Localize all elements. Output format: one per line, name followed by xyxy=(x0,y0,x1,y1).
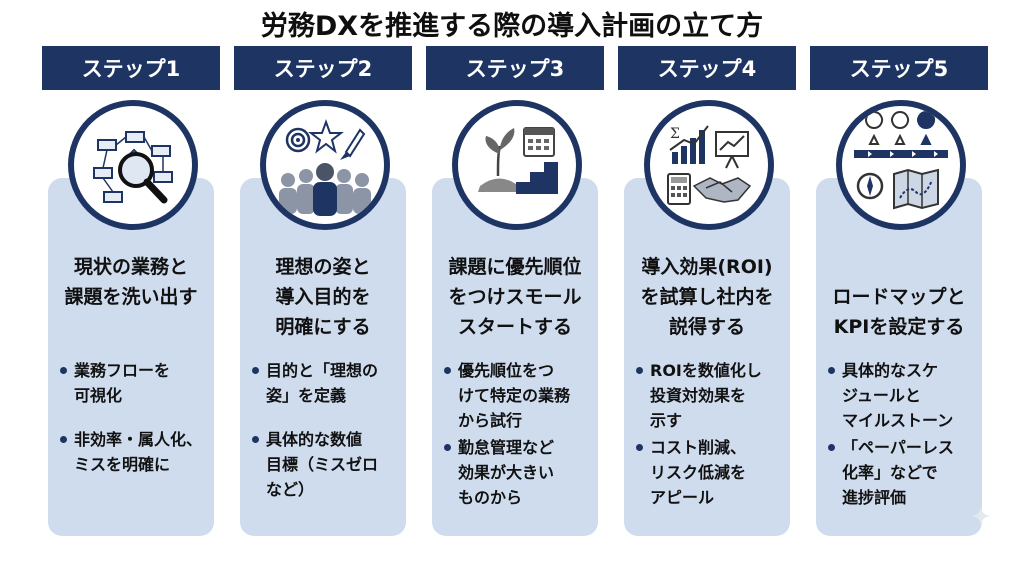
bullet-item: 具体的なスケ ジュールと マイルストーン xyxy=(828,358,988,433)
step-bullets: 目的と「理想の 姿」を定義 具体的な数値 目標（ミスゼロ など） xyxy=(252,358,412,502)
step-header: ステップ5 xyxy=(810,46,988,90)
step-bullets: ROIを数値化し 投資対効果を 示す コスト削減、 リスク低減を アピール xyxy=(636,358,796,510)
bullet-dot-icon xyxy=(444,367,451,374)
sparkle-icon xyxy=(971,506,991,526)
bullet-dot-icon xyxy=(252,367,259,374)
bullet-item: 優先順位をつ けて特定の業務 から試行 xyxy=(444,358,604,433)
bullet-item: 業務フローを 可視化 xyxy=(60,358,220,408)
step-header: ステップ4 xyxy=(618,46,796,90)
plant-steps-calendar-icon xyxy=(452,100,582,230)
step-column-5: ステップ5 ロードマップと KPIを設定する 具体的 xyxy=(810,46,988,546)
page-title: 労務DXを推進する際の導入計画の立て方 xyxy=(260,11,764,42)
step-column-1: ステップ1 現状の業務と 課題を洗い出す xyxy=(42,46,220,546)
step-card xyxy=(432,178,598,536)
roi-chart-handshake-icon: Σ xyxy=(644,100,774,230)
bullet-item: 目的と「理想の 姿」を定義 xyxy=(252,358,412,408)
step-card xyxy=(48,178,214,536)
step-bullets: 優先順位をつ けて特定の業務 から試行 勤怠管理など 効果が大きい ものから xyxy=(444,358,604,510)
bullet-dot-icon xyxy=(828,444,835,451)
flowchart-magnifier-icon xyxy=(68,100,198,230)
step-bullets: 業務フローを 可視化 非効率・属人化、 ミスを明確に xyxy=(60,358,220,477)
roadmap-milestone-icon xyxy=(836,100,966,230)
step-header: ステップ3 xyxy=(426,46,604,90)
bullet-item: 「ペーパーレス 化率」などで 進捗評価 xyxy=(828,435,988,510)
bullet-dot-icon xyxy=(60,436,67,443)
bullet-dot-icon xyxy=(636,367,643,374)
step-column-3: ステップ3 課題に優先順位 をつけスモール スタートする 優先順位をつ けて特定… xyxy=(426,46,604,546)
step-heading: 現状の業務と 課題を洗い出す xyxy=(64,256,198,308)
step-header: ステップ2 xyxy=(234,46,412,90)
step-card xyxy=(624,178,790,536)
step-heading: 導入効果(ROI) を試算し社内を 説得する xyxy=(640,256,774,338)
bullet-item: ROIを数値化し 投資対効果を 示す xyxy=(636,358,796,433)
bullet-item: 勤怠管理など 効果が大きい ものから xyxy=(444,435,604,510)
bullet-dot-icon xyxy=(252,436,259,443)
step-header: ステップ1 xyxy=(42,46,220,90)
step-heading: 理想の姿と 導入目的を 明確にする xyxy=(275,256,371,338)
bullet-dot-icon xyxy=(636,444,643,451)
step-card xyxy=(240,178,406,536)
bullet-item: コスト削減、 リスク低減を アピール xyxy=(636,435,796,510)
step-column-4: ステップ4 Σ 導入効果(ROI) を xyxy=(618,46,796,546)
step-bullets: 具体的なスケ ジュールと マイルストーン 「ペーパーレス 化率」などで 進捗評価 xyxy=(828,358,988,510)
step-column-2: ステップ2 理想の姿と 導入目的を 明確にする 目的と「理想の xyxy=(234,46,412,546)
step-card xyxy=(816,178,982,536)
bullet-item: 具体的な数値 目標（ミスゼロ など） xyxy=(252,427,412,502)
bullet-dot-icon xyxy=(60,367,67,374)
svg-text:Σ: Σ xyxy=(670,126,680,142)
step-heading: 課題に優先順位 をつけスモール スタートする xyxy=(448,256,582,338)
bullet-item: 非効率・属人化、 ミスを明確に xyxy=(60,427,220,477)
bullet-dot-icon xyxy=(444,444,451,451)
bullet-dot-icon xyxy=(828,367,835,374)
step-heading: ロードマップと KPIを設定する xyxy=(832,286,966,338)
team-goal-icon xyxy=(260,100,390,230)
